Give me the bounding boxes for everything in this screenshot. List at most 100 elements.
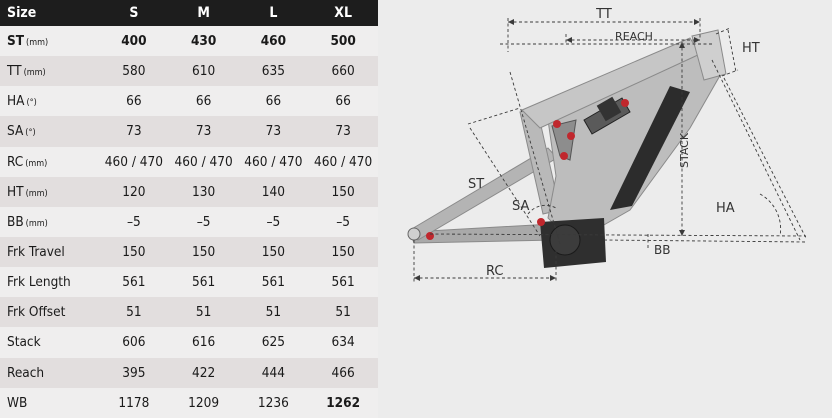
table-cell: –5 <box>238 206 309 237</box>
header-size-label: Size <box>0 0 99 26</box>
row-unit: (°) <box>26 98 37 109</box>
row-label-text: HT <box>7 183 24 200</box>
label-sa: SA <box>512 199 529 214</box>
table-cell: 466 <box>308 357 378 388</box>
table-cell: 150 <box>238 236 309 268</box>
table-cell: 395 <box>99 357 169 388</box>
row-label-text: Reach <box>7 364 45 381</box>
table-cell: 150 <box>99 236 169 268</box>
row-unit: (°) <box>25 128 36 139</box>
table-cell: 51 <box>238 297 309 328</box>
table-cell: 422 <box>168 357 239 388</box>
row-unit: (mm) <box>25 188 48 199</box>
table-cell: 140 <box>238 176 309 207</box>
table-cell: 625 <box>238 327 309 358</box>
row-label-text: Frk Length <box>7 274 71 291</box>
table-cell: 73 <box>238 116 309 147</box>
table-cell: 400 <box>99 26 169 57</box>
arrow-heads <box>414 19 700 281</box>
table-cell: 150 <box>308 236 378 268</box>
header-size-xl: XL <box>308 0 378 26</box>
table-cell: 150 <box>168 236 239 268</box>
table-cell: 460 / 470 <box>168 146 239 177</box>
table-cell: 150 <box>308 176 378 207</box>
pivot-dot <box>553 120 561 128</box>
table-cell: –5 <box>308 206 378 237</box>
row-label-text: Frk Travel <box>7 244 65 261</box>
row-label-text: TT <box>7 63 22 80</box>
row-label: ST(mm) <box>0 26 99 57</box>
ha-arc <box>759 193 782 237</box>
row-label-text: Stack <box>7 334 41 351</box>
pivot-dot <box>560 152 568 160</box>
header-size-s: S <box>99 0 169 26</box>
table-cell: 616 <box>168 327 239 358</box>
table-cell: 1178 <box>99 387 169 418</box>
pivot-dot <box>537 218 545 226</box>
table-cell: 430 <box>168 26 239 57</box>
table-row: BB(mm)–5–5–5–5 <box>0 206 378 237</box>
row-label: Reach <box>0 357 99 388</box>
table-cell: 460 / 470 <box>99 146 169 177</box>
row-label-text: Frk Offset <box>7 304 66 321</box>
frame-geometry-diagram: TT REACH HT ST SA HA BB RC STACK <box>407 7 807 282</box>
table-cell: 500 <box>308 26 378 57</box>
row-label-text: WB <box>7 394 28 411</box>
table-cell: 51 <box>308 297 378 328</box>
row-label-text: RC <box>7 153 24 170</box>
row-label: BB(mm) <box>0 206 99 237</box>
label-tt: TT <box>595 7 612 22</box>
table-cell: 561 <box>308 267 378 298</box>
row-label: HA(°) <box>0 86 99 117</box>
row-unit: (mm) <box>23 68 46 79</box>
label-stack: STACK <box>678 132 691 168</box>
table-cell: 561 <box>99 267 169 298</box>
table-cell: 561 <box>238 267 309 298</box>
table-cell: 66 <box>308 86 378 117</box>
label-ha: HA <box>716 201 735 216</box>
table-cell: 130 <box>168 176 239 207</box>
table-cell: 73 <box>308 116 378 147</box>
row-unit: (mm) <box>25 218 48 229</box>
table-cell: 460 / 470 <box>308 146 378 177</box>
row-label: HT(mm) <box>0 176 99 207</box>
label-ht: HT <box>742 41 760 56</box>
battery-shape <box>610 86 690 210</box>
row-label-text: BB <box>7 213 24 230</box>
label-st: ST <box>468 177 484 192</box>
table-cell: 1209 <box>168 387 239 418</box>
header-size-l: L <box>238 0 309 26</box>
table-cell: 1236 <box>238 387 309 418</box>
label-bb: BB <box>654 243 670 257</box>
table-cell: 634 <box>308 327 378 358</box>
table-cell: 51 <box>99 297 169 328</box>
table-cell: 73 <box>99 116 169 147</box>
row-label: TT(mm) <box>0 56 99 87</box>
table-cell: 120 <box>99 176 169 207</box>
table-header-row: Size S M L XL <box>0 0 378 26</box>
sa-arc <box>527 204 557 215</box>
pivot-dot <box>426 232 434 240</box>
table-cell: 66 <box>168 86 239 117</box>
table-cell: 606 <box>99 327 169 358</box>
rear-axle <box>407 227 421 241</box>
table-cell: 51 <box>168 297 239 328</box>
table-cell: 66 <box>238 86 309 117</box>
table-cell: 660 <box>308 56 378 87</box>
row-label: WB <box>0 387 99 418</box>
table-cell: 635 <box>238 56 309 87</box>
table-cell: 460 <box>238 26 309 57</box>
table-cell: –5 <box>99 206 169 237</box>
table-cell: 580 <box>99 56 169 87</box>
